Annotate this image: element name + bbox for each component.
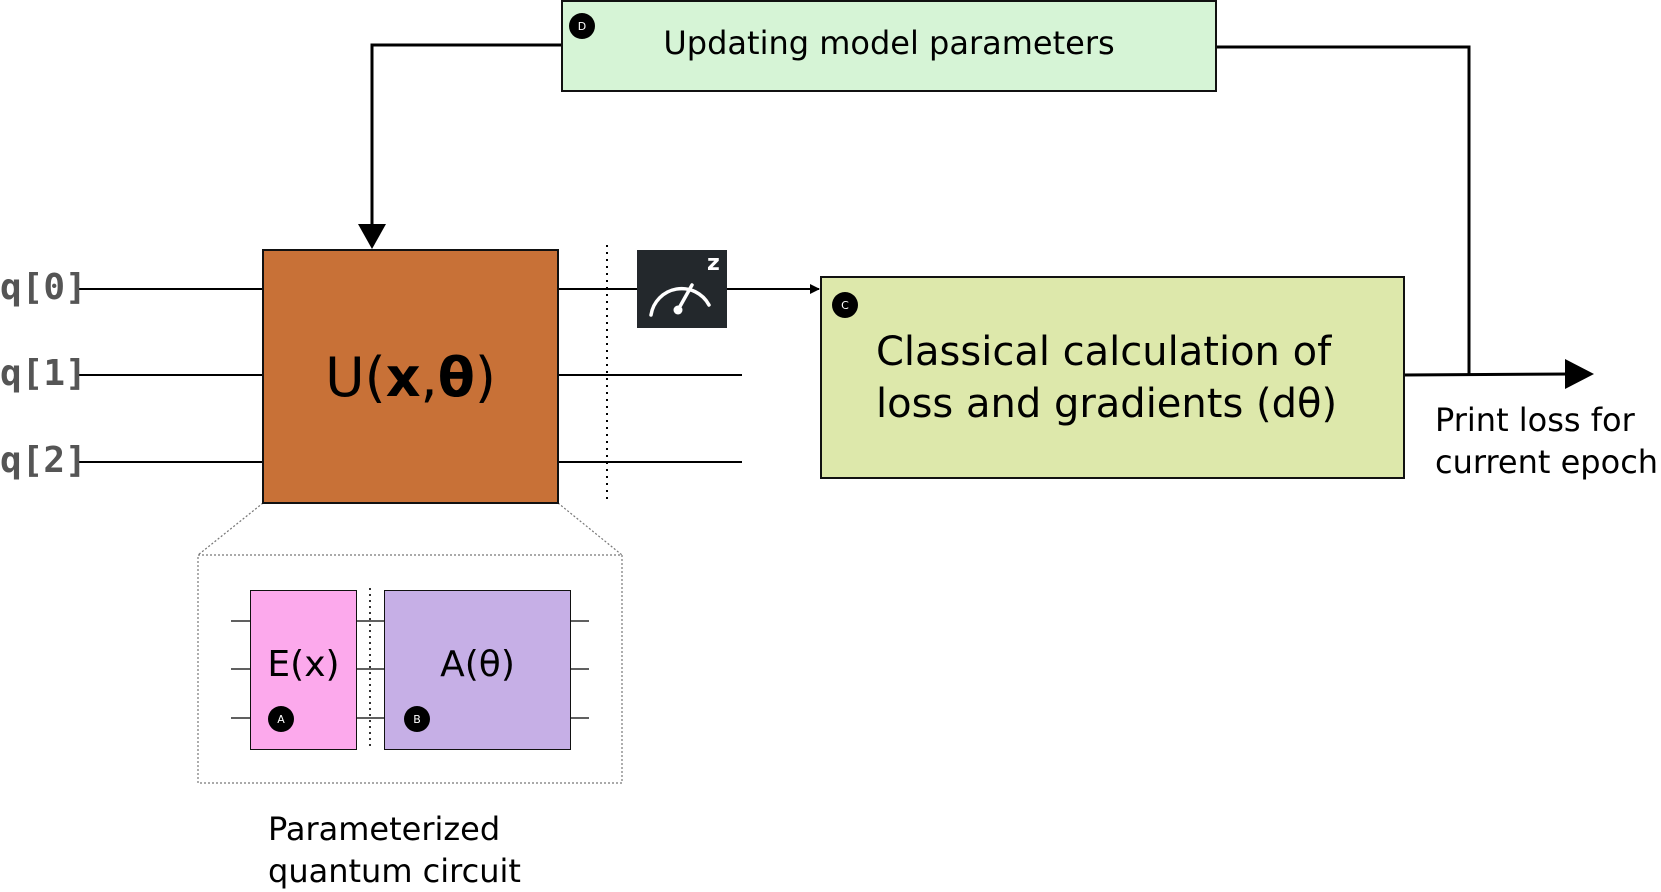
qubit-label-1: q[1]: [0, 353, 87, 394]
line-to-update: [1216, 45, 1471, 374]
meter-icon: [649, 283, 711, 317]
update-label: Updating model parameters: [663, 24, 1115, 62]
line-update-to-unitary: [370, 43, 561, 228]
zoom-frame: [197, 554, 623, 784]
qubit-label-0: q[0]: [0, 267, 87, 308]
output-label: Print loss for current epoch: [1435, 401, 1659, 481]
badge-c: C: [832, 292, 858, 318]
zoom-line-left: [197, 502, 264, 556]
unitary-box[interactable]: U(x,θ): [262, 249, 559, 504]
badge-a: A: [268, 706, 294, 732]
circuit-caption: Parameterized quantum circuit: [268, 810, 521, 890]
encoding-gate[interactable]: E(x) A: [250, 590, 357, 750]
zoom-line-right: [557, 502, 623, 556]
measurement-gate[interactable]: z: [637, 250, 727, 328]
encoding-label: E(x): [267, 644, 340, 685]
arrow-output-head: [1565, 359, 1594, 389]
arrow-output: [1402, 372, 1573, 377]
badge-d: D: [569, 13, 595, 39]
measure-basis: z: [707, 251, 720, 276]
classical-label: Classical calculation of loss and gradie…: [876, 329, 1338, 427]
ansatz-label: A(θ): [440, 644, 515, 685]
unitary-label: U(x,θ): [325, 345, 496, 409]
arrow-update-to-unitary-head: [358, 224, 386, 249]
badge-b: B: [404, 706, 430, 732]
qubit-label-2: q[2]: [0, 440, 87, 481]
update-box[interactable]: D Updating model parameters: [561, 0, 1217, 92]
classical-box[interactable]: C Classical calculation of loss and grad…: [820, 276, 1405, 479]
ansatz-gate[interactable]: A(θ) B: [384, 590, 571, 750]
